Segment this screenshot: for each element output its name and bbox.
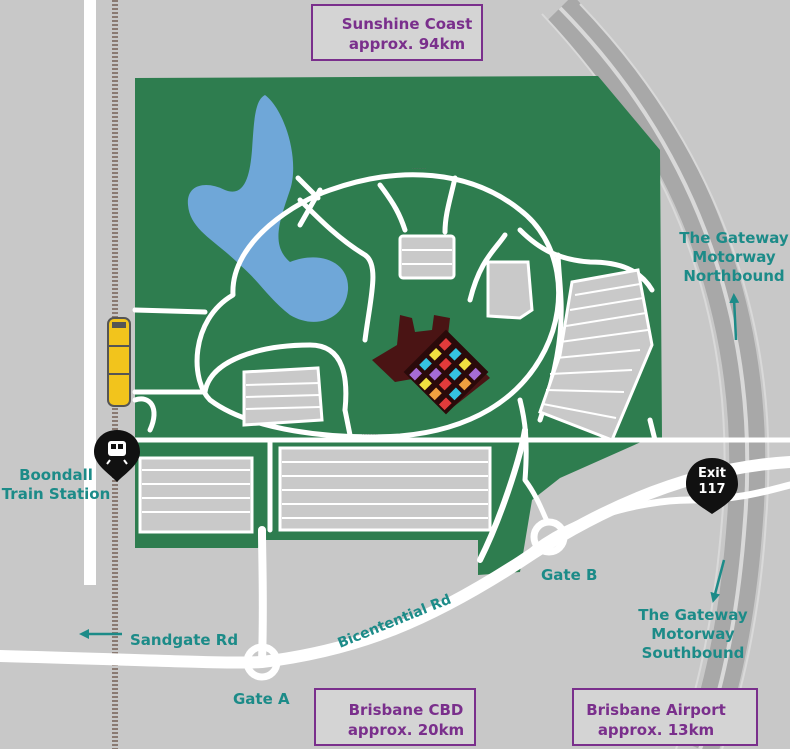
gateway-southbound-label: The Gateway Motorway Southbound	[633, 606, 753, 663]
brisbane-cbd-distance: approx. 20km	[347, 721, 465, 739]
brisbane-cbd-name: Brisbane CBD	[348, 701, 464, 719]
sunshine-coast-sign: Sunshine Coast approx. 94km	[311, 4, 483, 61]
exit-number: 117	[698, 482, 726, 497]
arena-seating	[403, 329, 489, 415]
gate-b-label: Gate B	[541, 566, 598, 584]
gateway-northbound-label: The Gateway Motorway Northbound	[674, 229, 790, 286]
brisbane-airport-sign: Brisbane Airport approx. 13km	[572, 688, 758, 746]
brisbane-airport-name: Brisbane Airport	[586, 701, 726, 719]
brisbane-cbd-sign: Brisbane CBD approx. 20km	[314, 688, 476, 746]
northbound-arrow-icon	[729, 293, 740, 341]
exit-117-label: Exit 117	[692, 466, 732, 498]
southbound-arrow-icon	[710, 559, 726, 603]
sandgate-rd-label: Sandgate Rd	[130, 631, 239, 649]
car-park-bays	[142, 249, 649, 519]
lake	[187, 95, 349, 322]
station-name: Boondall	[19, 466, 93, 484]
sunshine-coast-distance: approx. 94km	[348, 35, 466, 53]
train	[107, 317, 131, 407]
gateway-south-line3: Southbound	[641, 644, 745, 662]
train-station-pin-icon	[94, 430, 140, 482]
entertainment-centre	[372, 315, 490, 415]
gate-a-roundabout	[243, 643, 281, 681]
brisbane-airport-distance: approx. 13km	[597, 721, 715, 739]
station-type: Train Station	[1, 485, 111, 503]
gateway-north-line3: Northbound	[683, 267, 785, 285]
gate-a-label: Gate A	[233, 690, 290, 708]
gateway-south-line1: The Gateway	[638, 606, 748, 624]
sunshine-coast-name: Sunshine Coast	[341, 15, 473, 33]
gateway-north-line2: Motorway	[692, 248, 776, 266]
railway-line	[84, 0, 118, 749]
exit-pin-icon	[686, 458, 738, 514]
tiny-road-label: ·········	[412, 166, 427, 172]
tiny-road-label: ··········	[362, 432, 378, 438]
exit-word: Exit	[698, 466, 726, 481]
gateway-south-line2: Motorway	[651, 625, 735, 643]
boondall-station-label: Boondall Train Station	[0, 466, 112, 504]
gateway-north-line1: The Gateway	[679, 229, 789, 247]
park-roads	[132, 172, 790, 533]
bicentennial-rd-label: Bicentential Rd	[336, 592, 454, 652]
